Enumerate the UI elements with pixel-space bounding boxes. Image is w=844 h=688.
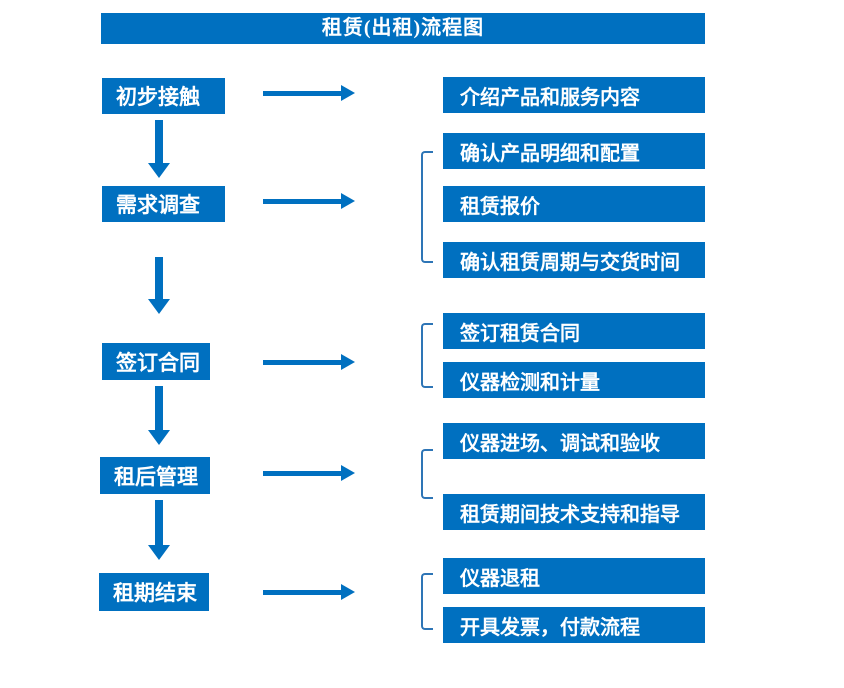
stage-box-post-rental-management: 租后管理 — [100, 457, 210, 494]
detail-box-instrument-return: 仪器退租 — [443, 558, 705, 594]
arrow-shaft — [155, 120, 163, 163]
flowchart-title: 租赁(出租)流程图 — [101, 13, 705, 44]
down-arrow-1 — [148, 120, 170, 178]
arrow-shaft — [155, 257, 163, 299]
arrow-head-icon — [341, 193, 355, 209]
arrow-shaft — [155, 386, 163, 430]
arrow-shaft — [263, 360, 342, 365]
detail-box-technical-support-during-rental: 租赁期间技术支持和指导 — [443, 494, 705, 530]
group-bracket-post-rental-management — [421, 449, 433, 499]
arrow-head-icon — [341, 584, 355, 600]
down-arrow-2 — [148, 257, 170, 314]
arrow-shaft — [263, 590, 342, 595]
detail-box-instrument-setup-acceptance: 仪器进场、调试和验收 — [443, 423, 705, 459]
group-bracket-needs-survey — [421, 151, 433, 263]
stage-box-initial-contact: 初步接触 — [102, 78, 225, 114]
right-arrow-initial-contact — [263, 85, 355, 101]
right-arrow-sign-contract — [263, 354, 355, 370]
arrow-head-icon — [341, 465, 355, 481]
group-bracket-rental-end — [421, 573, 433, 630]
right-arrow-rental-end — [263, 584, 355, 600]
down-arrow-4 — [148, 500, 170, 560]
arrow-head-icon — [148, 430, 170, 445]
detail-box-invoice-payment-process: 开具发票，付款流程 — [443, 607, 705, 643]
stage-box-sign-contract: 签订合同 — [102, 343, 210, 380]
arrow-shaft — [263, 91, 342, 96]
stage-box-rental-end: 租期结束 — [99, 573, 209, 611]
arrow-shaft — [263, 471, 342, 476]
detail-box-instrument-testing-calibration: 仪器检测和计量 — [443, 362, 705, 398]
arrow-shaft — [155, 500, 163, 545]
stage-box-needs-survey: 需求调查 — [102, 186, 225, 222]
arrow-head-icon — [148, 299, 170, 314]
arrow-shaft — [263, 199, 342, 204]
arrow-head-icon — [148, 163, 170, 178]
detail-box-rental-quotation: 租赁报价 — [443, 186, 705, 222]
detail-box-confirm-product-details-config: 确认产品明细和配置 — [443, 133, 705, 169]
arrow-head-icon — [148, 545, 170, 560]
right-arrow-needs-survey — [263, 193, 355, 209]
detail-box-confirm-rental-period-delivery: 确认租赁周期与交货时间 — [443, 242, 705, 278]
detail-box-introduce-products-services: 介绍产品和服务内容 — [443, 77, 705, 113]
arrow-head-icon — [341, 85, 355, 101]
right-arrow-post-rental-management — [263, 465, 355, 481]
down-arrow-3 — [148, 386, 170, 445]
arrow-head-icon — [341, 354, 355, 370]
detail-box-sign-rental-contract: 签订租赁合同 — [443, 313, 705, 349]
group-bracket-sign-contract — [421, 323, 433, 388]
